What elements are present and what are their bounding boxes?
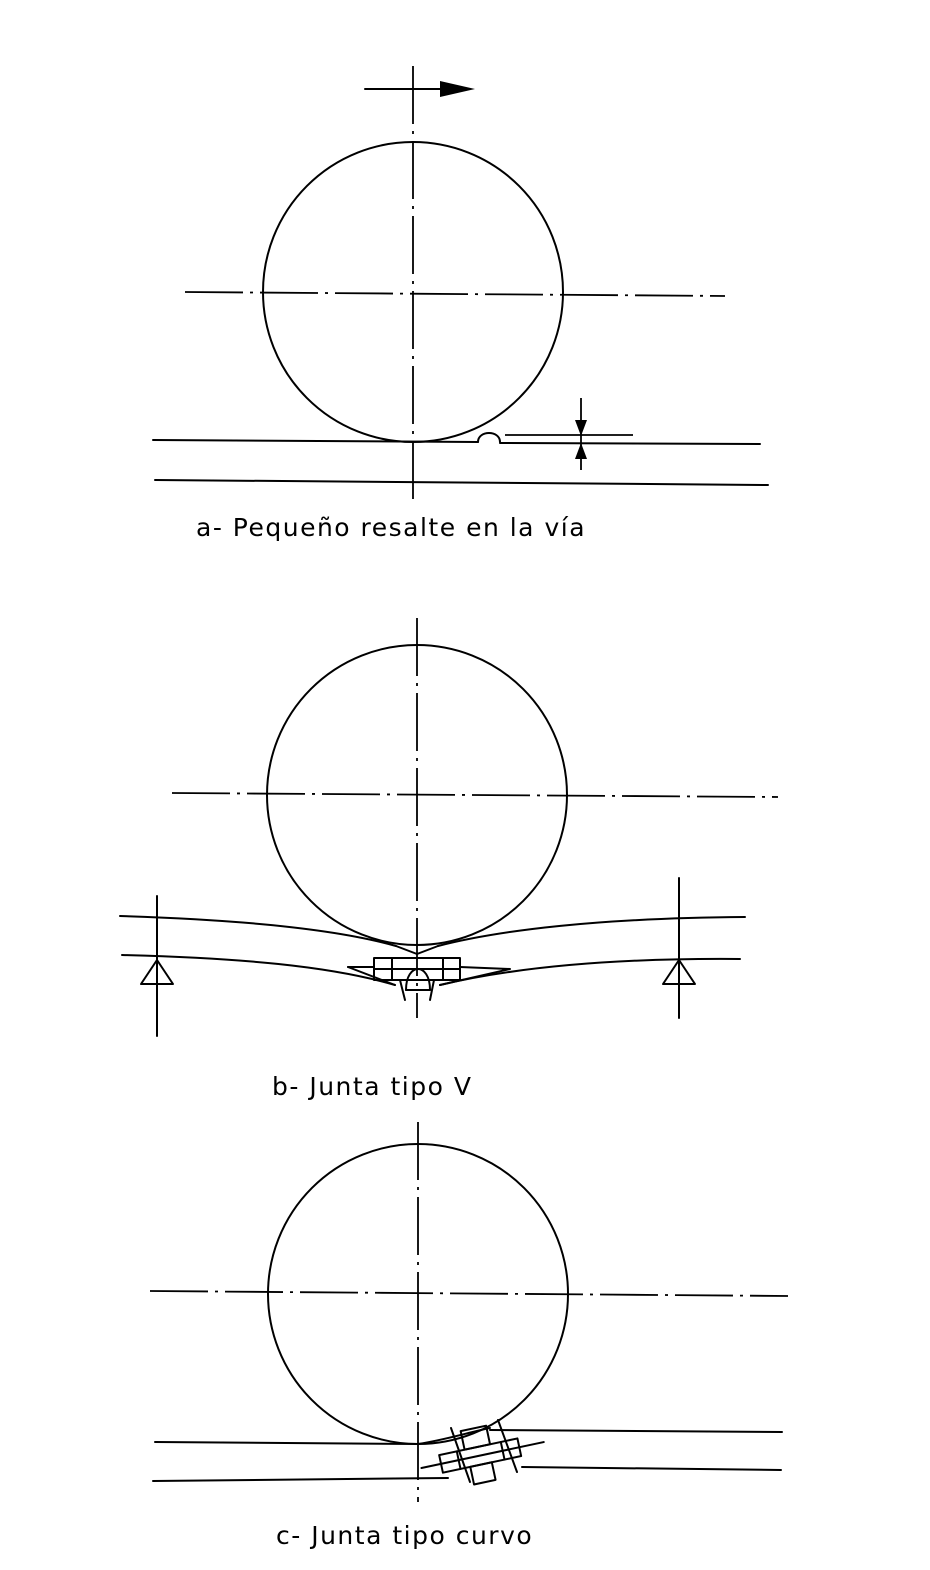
rail-joint-b	[347, 957, 511, 1001]
bump-height-dimension	[505, 398, 633, 470]
panel-a-small-bump	[152, 66, 769, 505]
rail-c	[152, 1427, 783, 1482]
rail-a	[152, 432, 769, 486]
horizontal-centerline-a	[184, 291, 726, 297]
caption-c: c- Junta tipo curvo	[276, 1521, 534, 1550]
rail-b-v-shape	[119, 915, 746, 986]
panel-c-curved-joint	[149, 1122, 789, 1502]
rail-joint-c	[420, 1419, 545, 1486]
panel-b-v-joint	[119, 618, 779, 1037]
caption-b: b- Junta tipo V	[272, 1072, 473, 1101]
horizontal-centerline-b	[171, 792, 779, 798]
horizontal-centerline-c	[149, 1290, 789, 1297]
caption-a: a- Pequeño resalte en la vía	[196, 513, 587, 542]
right-support-icon	[662, 877, 696, 1019]
left-support-icon	[140, 895, 174, 1037]
direction-arrow-icon	[364, 81, 475, 97]
